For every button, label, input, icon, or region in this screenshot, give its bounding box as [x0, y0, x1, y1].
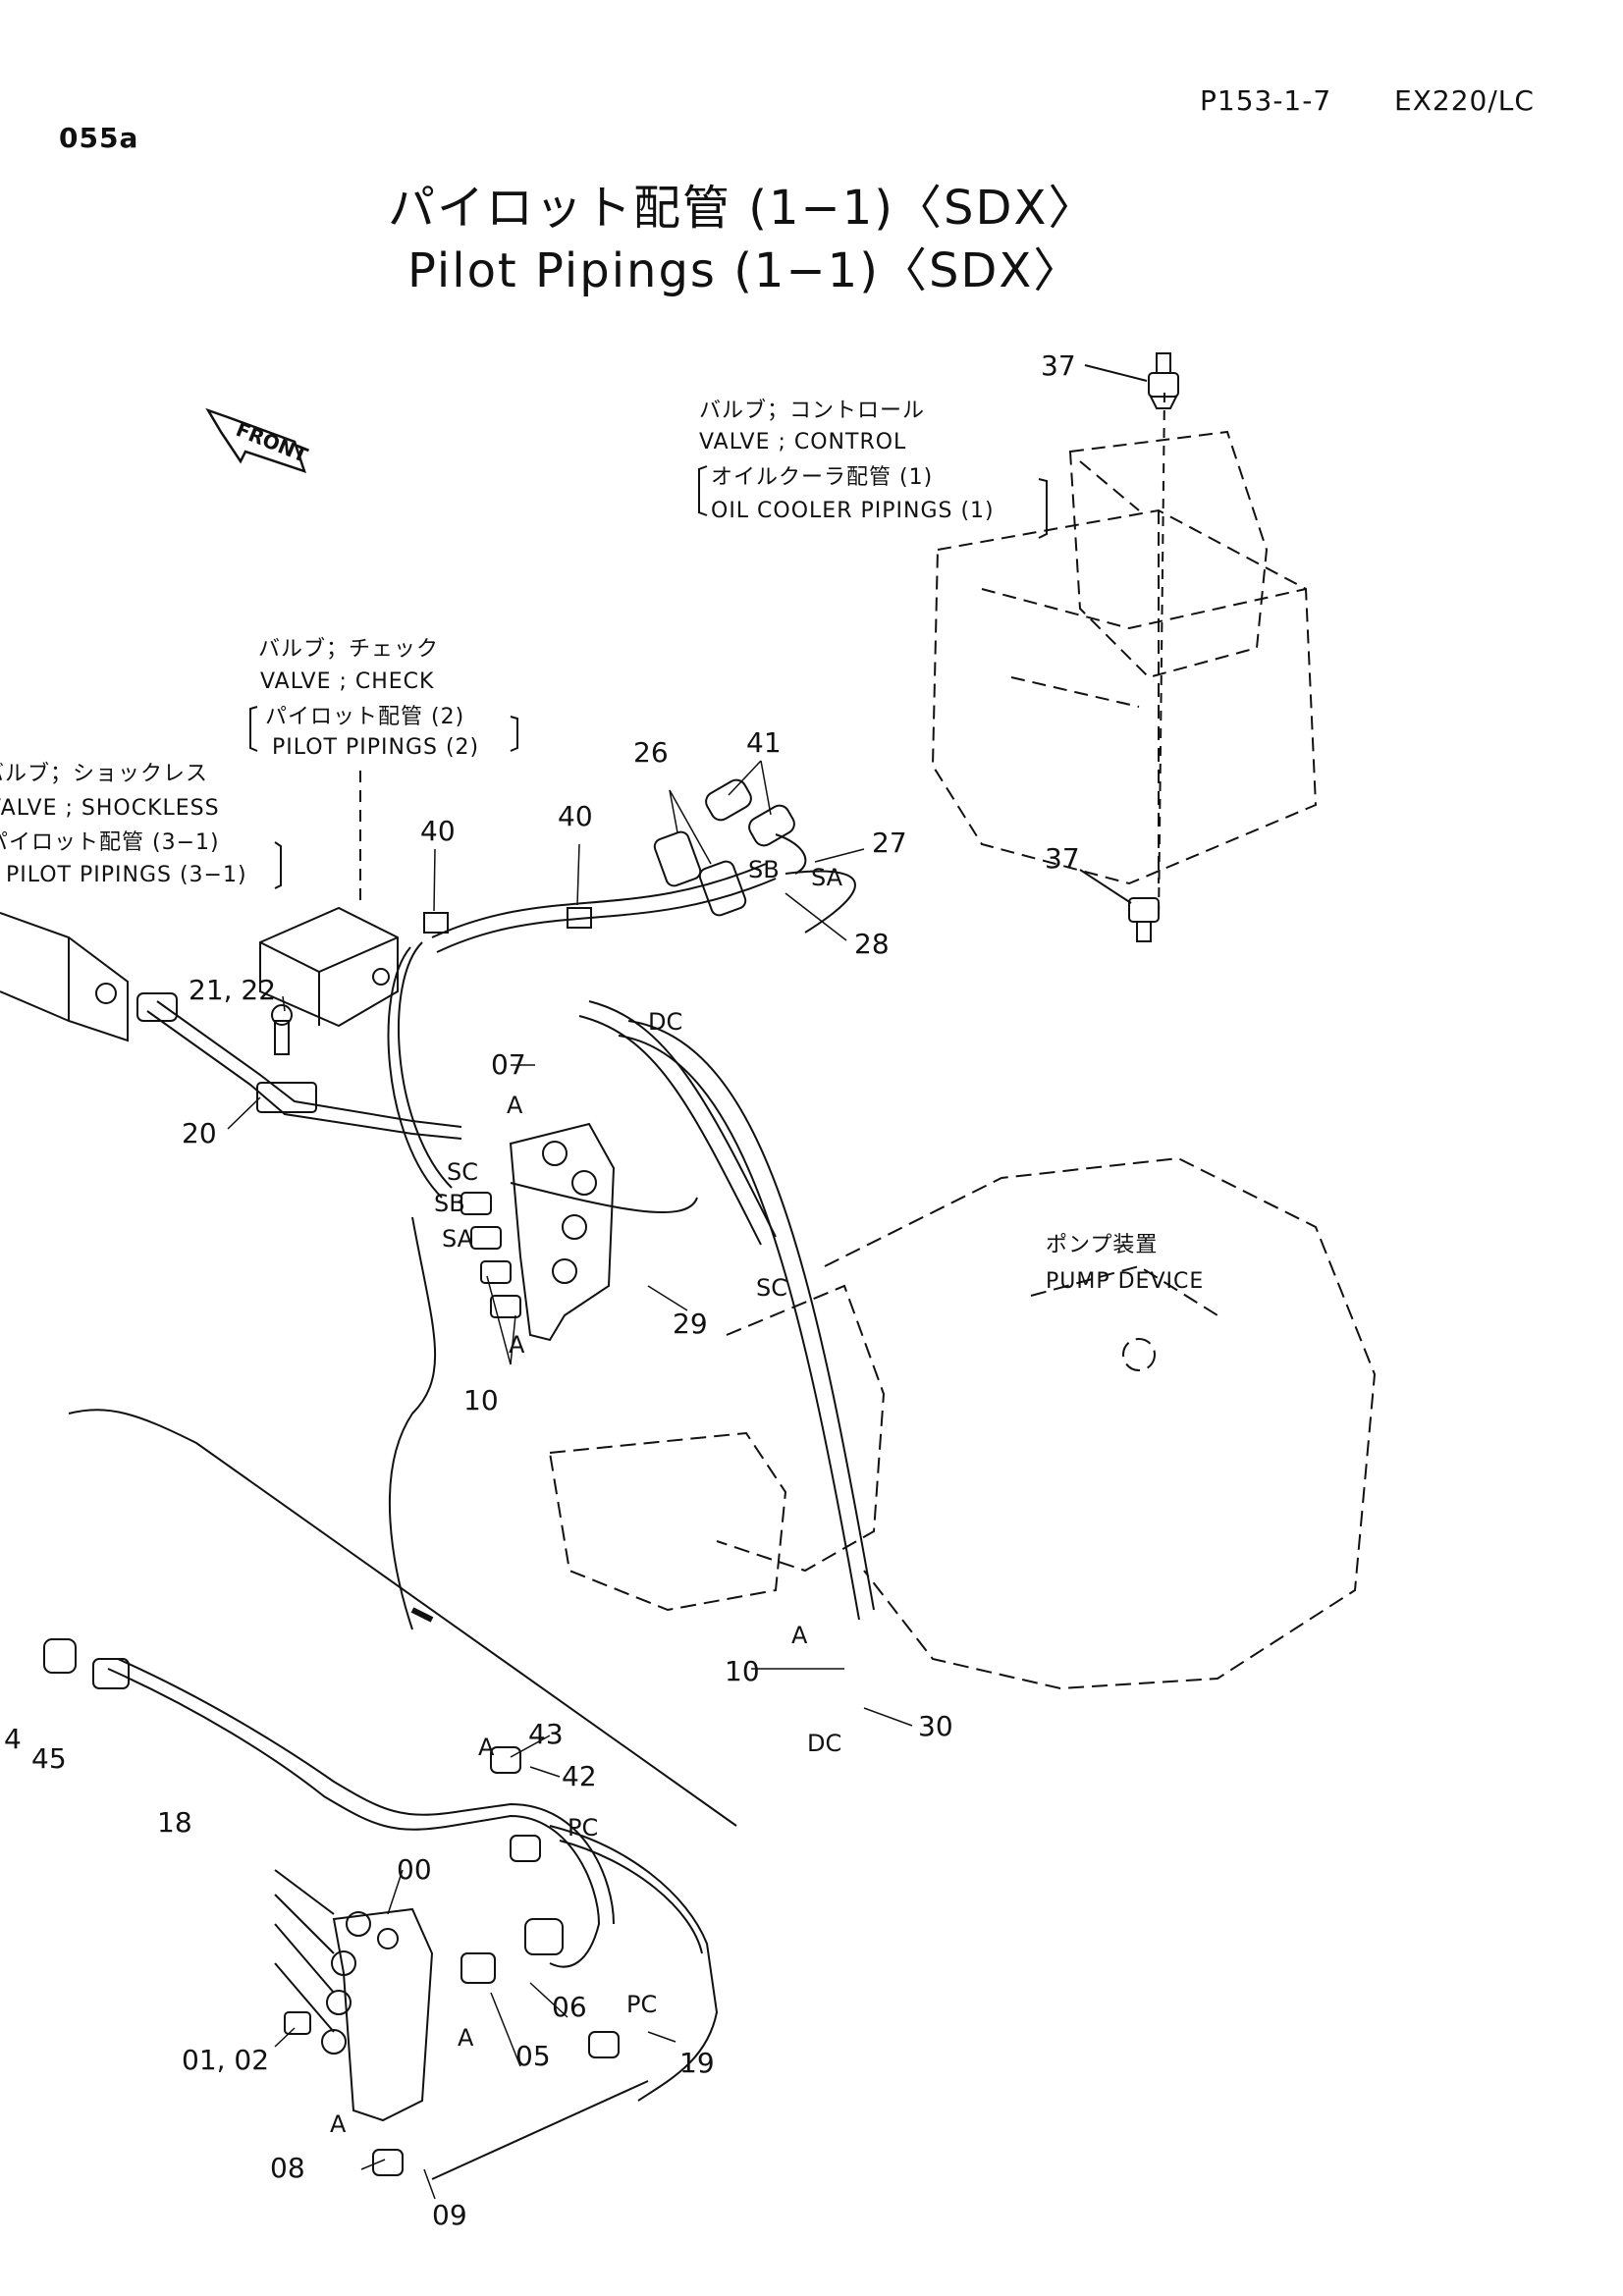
pump-device-icon	[550, 1158, 1375, 1688]
leader-lines	[228, 761, 912, 2199]
part-21-22: 21, 22	[189, 974, 277, 1006]
port-sc-left: SC	[447, 1158, 478, 1186]
part-41: 41	[746, 726, 782, 759]
page-code: P153-1-7	[1200, 84, 1332, 117]
part-37-top: 37	[1041, 349, 1076, 382]
fitting-37-top-icon	[1149, 353, 1178, 408]
shockless-valve-label-jp: バルブ；ショックレス	[0, 762, 209, 786]
shuttle-valve-icon	[461, 1124, 614, 1340]
port-dc-top: DC	[648, 1008, 683, 1036]
title-japanese: パイロット配管 (1−1)〈SDX〉	[388, 181, 1098, 236]
part-08: 08	[270, 2152, 305, 2184]
part-28: 28	[854, 928, 890, 960]
model-name: EX220/LC	[1394, 84, 1535, 117]
control-valve-label-en: VALVE ; CONTROL	[699, 430, 907, 454]
part-05: 05	[515, 2040, 551, 2072]
part-06: 06	[552, 1991, 587, 2023]
fitting-37-bottom-icon	[1129, 898, 1159, 941]
port-a-43: A	[478, 1734, 495, 1761]
clamp-40-icon	[424, 908, 591, 933]
part-42: 42	[562, 1760, 597, 1792]
check-valve-label-en: VALVE ; CHECK	[260, 669, 435, 694]
shockless-valve-label-en: VALVE ; SHOCKLESS	[0, 796, 220, 821]
check-valve-label-jp: バルブ；チェック	[258, 637, 440, 662]
port-a-07: A	[507, 1092, 523, 1119]
pipe-20-icon	[137, 993, 461, 1139]
part-45: 45	[31, 1742, 67, 1775]
control-valve-bracket	[699, 466, 707, 515]
part-29: 29	[673, 1308, 708, 1340]
port-a-10-left: A	[509, 1331, 525, 1359]
part-10-left: 10	[463, 1384, 499, 1416]
part-30: 30	[918, 1710, 953, 1742]
control-valve-bracket-right	[1039, 479, 1047, 538]
part-18: 18	[157, 1806, 192, 1839]
part-43: 43	[528, 1718, 564, 1750]
shockless-valve-ref-jp: パイロット配管 (3−1)	[0, 830, 220, 855]
pilot-hoses-icon	[389, 864, 874, 1629]
part-40-left: 40	[420, 815, 456, 847]
port-a-10-right: A	[791, 1622, 808, 1649]
port-sa-left: SA	[442, 1225, 474, 1253]
control-valve-icon	[933, 432, 1316, 883]
hose-18-icon	[44, 1410, 736, 1966]
shockless-valve-icon	[0, 913, 128, 1041]
port-sb-top: SB	[748, 856, 780, 883]
leader-37-top	[1085, 365, 1147, 381]
part-09: 09	[432, 2199, 467, 2231]
port-a-05: A	[458, 2024, 474, 2052]
part-01-02: 01, 02	[182, 2044, 270, 2076]
port-sa-top: SA	[811, 864, 843, 891]
port-a-08: A	[330, 2110, 347, 2138]
port-sc-right: SC	[756, 1274, 787, 1302]
part-19: 19	[679, 2047, 715, 2079]
part-37-bottom: 37	[1045, 842, 1080, 875]
part-00: 00	[397, 1853, 432, 1886]
check-valve-ref-en: PILOT PIPINGS (2)	[272, 735, 480, 760]
hose-coupling	[412, 1610, 432, 1620]
title-english: Pilot Pipings (1−1)〈SDX〉	[407, 243, 1083, 298]
shockless-valve-ref-en: PILOT PIPINGS (3−1)	[6, 863, 247, 887]
part-20: 20	[182, 1117, 217, 1149]
hose-19-icon	[432, 1747, 717, 2179]
control-valve-ref-jp: オイルクーラ配管 (1)	[711, 465, 934, 490]
lower-manifold-icon	[275, 1870, 563, 2175]
port-dc-bottom: DC	[807, 1730, 842, 1757]
check-valve-icon	[260, 908, 398, 1026]
check-valve-ref-jp: パイロット配管 (2)	[265, 705, 465, 729]
part-10-right: 10	[725, 1655, 760, 1687]
port-sb-left: SB	[434, 1190, 465, 1217]
port-pc-top: PC	[568, 1814, 599, 1842]
part-27: 27	[872, 827, 907, 859]
valve-axis-line	[1159, 393, 1164, 923]
leader-37-bottom	[1080, 870, 1131, 903]
part-07: 07	[491, 1048, 526, 1081]
part-26: 26	[633, 736, 669, 769]
shockless-valve-bracket	[275, 842, 281, 888]
part-40-right: 40	[558, 800, 593, 832]
fittings-26-41-icon	[653, 776, 806, 918]
check-valve-bracket	[250, 707, 257, 751]
pump-device-label-en: PUMP DEVICE	[1046, 1269, 1205, 1294]
check-valve-bracket-right	[511, 717, 517, 751]
control-valve-ref-en: OIL COOLER PIPINGS (1)	[711, 499, 995, 523]
sheet-id: 055a	[59, 122, 139, 154]
part-4: 4	[4, 1723, 22, 1755]
pump-device-label-jp: ポンプ装置	[1046, 1233, 1159, 1257]
control-valve-label-jp: バルブ；コントロール	[699, 399, 926, 423]
front-arrow-icon: FRONT	[208, 410, 311, 471]
port-pc-bottom: PC	[626, 1991, 658, 2018]
